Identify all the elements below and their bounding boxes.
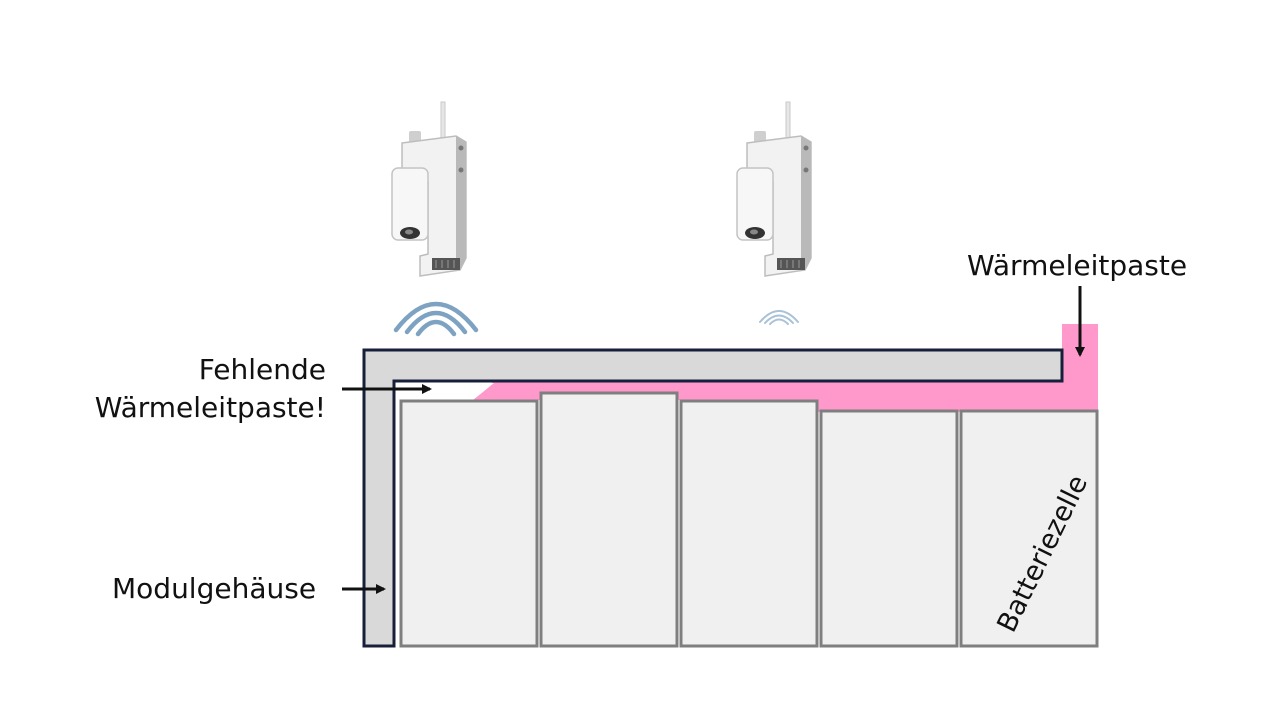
battery-cell (401, 401, 537, 646)
thermal-camera-icon (392, 102, 466, 276)
missing-paste-label: Fehlende Wärmeleitpaste! (95, 351, 326, 427)
missing-paste-label-line1: Fehlende (95, 351, 326, 389)
thermal-camera-icon (737, 102, 811, 276)
strong-signal-waves-icon (396, 304, 476, 334)
missing-paste-label-line2: Wärmeleitpaste! (95, 389, 326, 427)
battery-cell (541, 393, 677, 646)
battery-cell (821, 411, 957, 646)
weak-signal-waves-icon (760, 311, 798, 324)
battery-cell (681, 401, 817, 646)
battery-cells (401, 393, 1097, 646)
thermal-paste-label: Wärmeleitpaste (967, 248, 1187, 284)
module-housing-label: Modulgehäuse (112, 571, 316, 607)
